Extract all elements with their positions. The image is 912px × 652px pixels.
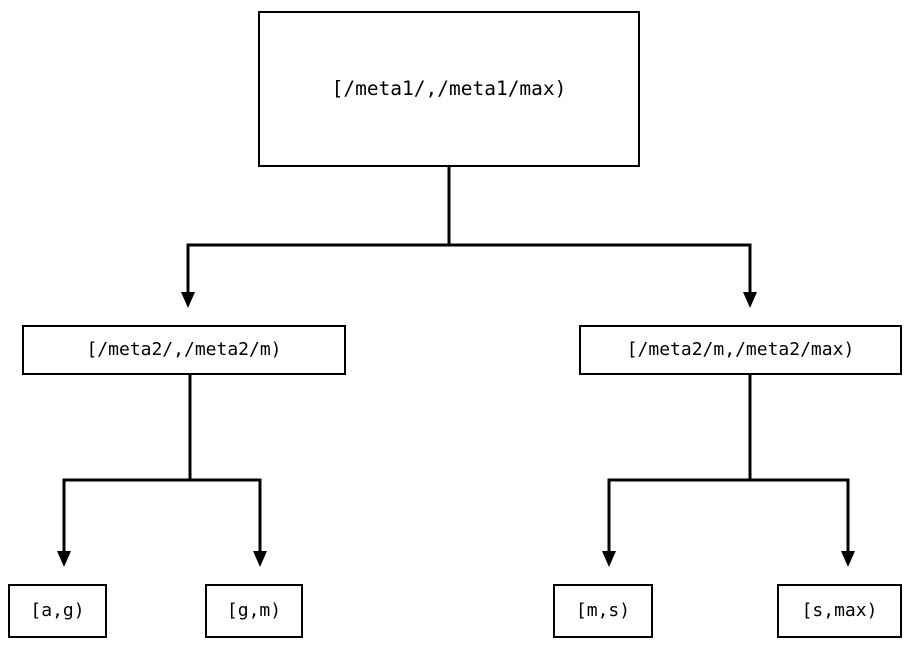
arrowhead-down-icon <box>841 551 855 567</box>
arrowhead-down-icon <box>253 551 267 567</box>
edge-root-to-mid-left <box>181 167 451 308</box>
tree-node-leaf-ag-label: [a,g) <box>30 600 85 621</box>
arrowhead-down-icon <box>743 292 757 308</box>
edge-root-to-mid-right <box>449 243 757 308</box>
tree-node-root-label: [/meta1/,/meta1/max) <box>331 77 567 101</box>
tree-node-mid-right-label: [/meta2/m,/meta2/max) <box>626 339 855 360</box>
tree-node-leaf-gm[interactable]: [g,m) <box>205 584 303 638</box>
edge-mid-left-to-leaf-gm <box>190 478 267 567</box>
arrowhead-down-icon <box>57 551 71 567</box>
tree-node-leaf-smax[interactable]: [s,max) <box>777 584 902 638</box>
tree-node-mid-left[interactable]: [/meta2/,/meta2/m) <box>22 325 346 375</box>
edge-mid-left-to-leaf-ag <box>57 375 192 567</box>
tree-node-leaf-gm-label: [g,m) <box>226 600 282 621</box>
edge-mid-right-to-leaf-smax <box>750 478 855 567</box>
arrowhead-down-icon <box>181 292 195 308</box>
arrowhead-down-icon <box>602 551 616 567</box>
tree-node-mid-right[interactable]: [/meta2/m,/meta2/max) <box>579 325 902 375</box>
tree-node-leaf-ms-label: [m,s) <box>575 600 631 621</box>
tree-node-mid-left-label: [/meta2/,/meta2/m) <box>86 339 282 360</box>
tree-node-leaf-ms[interactable]: [m,s) <box>553 584 653 638</box>
tree-node-leaf-ag[interactable]: [a,g) <box>8 584 107 638</box>
tree-node-leaf-smax-label: [s,max) <box>801 600 878 621</box>
tree-node-root[interactable]: [/meta1/,/meta1/max) <box>258 11 640 167</box>
edge-mid-right-to-leaf-ms <box>602 375 752 567</box>
